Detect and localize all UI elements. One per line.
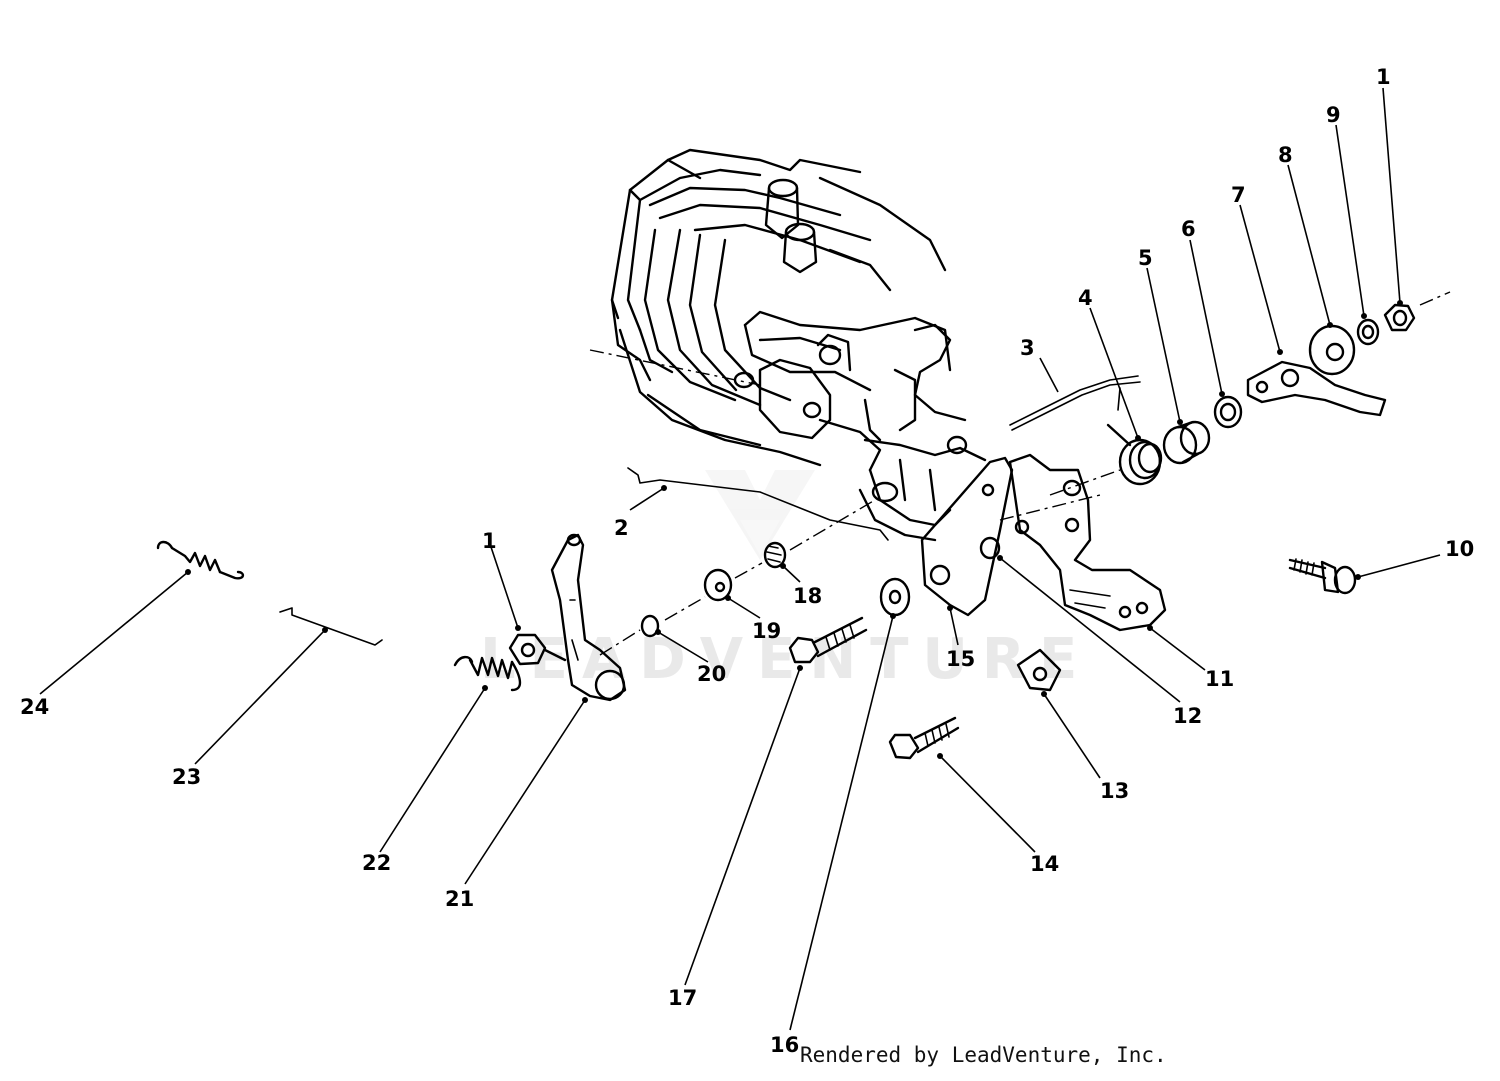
part-labels: 1 1 2 3 4 5 6 7 8 9 10 11 12 13 14 15 16…: [20, 65, 1474, 1057]
credit-text: Rendered by LeadVenture, Inc.: [800, 1043, 1167, 1067]
governor-plate-15: [920, 456, 1030, 617]
leader-lines: [39, 87, 1441, 1031]
control-axis-line: [999, 291, 1451, 521]
part-label-9: 9: [1326, 103, 1341, 127]
control-bracket-11: [1008, 453, 1167, 632]
nut-1-left: [508, 633, 567, 666]
bolt-10: [1288, 558, 1357, 595]
washer-19: [703, 568, 733, 602]
part-label-13: 13: [1100, 779, 1129, 803]
part-label-21: 21: [445, 887, 474, 911]
part-label-17: 17: [668, 986, 697, 1010]
clip-nut-13: [1016, 648, 1062, 692]
spring-24: [156, 540, 245, 580]
bolt-17: [788, 616, 868, 664]
washer-6: [1213, 395, 1243, 429]
part-label-22: 22: [362, 851, 391, 875]
governor-link-rod: [627, 467, 889, 541]
part-label-7: 7: [1231, 183, 1246, 207]
part-label-16: 16: [770, 1033, 799, 1057]
part-label-4: 4: [1078, 286, 1093, 310]
part-label-2: 2: [614, 516, 629, 540]
spacer-5: [1162, 420, 1211, 465]
part-label-20: 20: [697, 662, 726, 686]
part-label-10: 10: [1445, 537, 1474, 561]
part-label-1-left: 1: [482, 529, 497, 553]
part-label-19: 19: [752, 619, 781, 643]
part-label-23: 23: [172, 765, 201, 789]
part-label-3: 3: [1020, 336, 1035, 360]
throttle-rod: [1009, 375, 1141, 431]
screw-14: [888, 716, 960, 760]
part-label-12: 12: [1173, 704, 1202, 728]
governor-arm-21: [550, 533, 627, 702]
spring-4: [1106, 423, 1163, 486]
part-label-8: 8: [1278, 143, 1293, 167]
washer-8: [1308, 324, 1356, 376]
part-label-11: 11: [1205, 667, 1234, 691]
lock-washer-9: [1356, 318, 1380, 346]
leader-dots: [185, 300, 1403, 759]
washer-20: [640, 614, 660, 638]
part-label-18: 18: [793, 584, 822, 608]
washer-16: [879, 577, 911, 617]
link-23: [279, 607, 383, 646]
bushing-18: [763, 541, 787, 569]
spring-22: [453, 655, 522, 692]
nut-1-right: [1383, 303, 1416, 332]
spring-washer-12: [979, 536, 1001, 560]
part-label-15: 15: [946, 647, 975, 671]
crank-axis-line: [589, 349, 761, 386]
engine-block: [610, 148, 987, 542]
watermark-logo: [705, 470, 815, 560]
part-label-1-right: 1: [1376, 65, 1391, 89]
part-label-5: 5: [1138, 246, 1153, 270]
watermark-text: LEADVENTURE: [480, 627, 1091, 692]
part-label-24: 24: [20, 695, 49, 719]
throttle-lever-7: [1246, 360, 1387, 417]
part-label-14: 14: [1030, 852, 1059, 876]
part-label-6: 6: [1181, 217, 1196, 241]
